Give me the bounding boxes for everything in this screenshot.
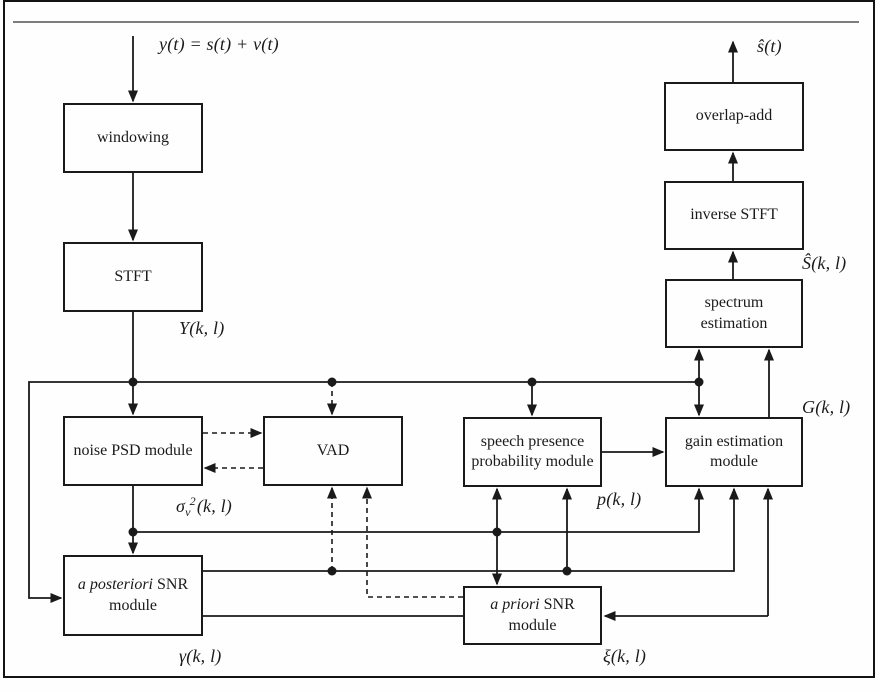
node-speech-presence-probability-module: speech presence probability module (463, 417, 602, 487)
node-windowing: windowing (63, 103, 203, 173)
junction-dot (492, 527, 502, 537)
junction-dot (128, 377, 138, 387)
node-overlap-add: overlap-add (664, 82, 804, 151)
node-noise-psd-module: noise PSD module (63, 416, 203, 486)
junction-dot (327, 377, 337, 387)
node-a-priori-snr-module: a priori SNR module (463, 586, 602, 645)
junction-dots (128, 377, 704, 576)
node-vad: VAD (263, 416, 403, 486)
label-noise-psd-output: σv2(k, l) (176, 494, 232, 519)
solid-edges (28, 36, 774, 621)
junction-dot (327, 566, 337, 576)
node-inverse-stft: inverse STFT (664, 181, 804, 250)
junction-dot (694, 377, 704, 387)
junction-dot (128, 527, 138, 537)
figure-border (3, 0, 875, 678)
label-gain-output: G(k, l) (802, 397, 851, 417)
edge-gamma-gain (203, 487, 739, 572)
label-output-signal: ŝ(t) (757, 36, 782, 56)
label-spectrum-input: Ŝ(k, l) (802, 253, 847, 273)
label-stft-output: Y(k, l) (179, 318, 225, 338)
label-a-priori-output: ξ(k, l) (603, 646, 647, 666)
label-a-posteriori-output: γ(k, l) (179, 646, 222, 666)
junction-dot (562, 566, 572, 576)
label-input-signal: y(t) = s(t) + v(t) (159, 34, 279, 54)
label-spp-output: p(k, l) (597, 489, 642, 509)
dashed-edges (203, 382, 463, 598)
junction-dot (527, 377, 537, 387)
node-stft: STFT (63, 242, 203, 312)
edge-apriori-vad (362, 486, 463, 598)
node-gain-estimation-module: gain estimation module (665, 417, 803, 487)
node-spectrum-estimation: spectrum estimation (665, 279, 803, 348)
node-a-posteriori-snr-module: a posteriori SNR module (63, 555, 203, 636)
top-rule (13, 21, 859, 23)
edge-bus-aposteriori (28, 381, 699, 603)
edge-sigma-gain (133, 487, 704, 533)
